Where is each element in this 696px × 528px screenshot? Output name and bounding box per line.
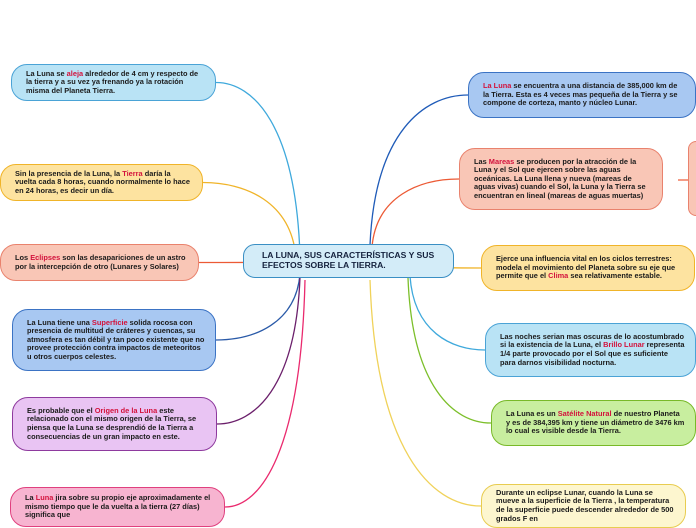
highlight-term: Origen de la Luna [94,405,158,415]
node-text-segment: solida rocosa con presencia de multitud … [27,317,205,361]
node-text-segment: se encuentra a una distancia de 385,000 … [483,81,678,108]
connector-right-1 [369,94,469,246]
highlight-term: Brillo Lunar [603,340,645,350]
left-node-text: Los Eclipses son las desapariciones de u… [15,252,188,271]
left-node-text: La Luna tiene una Superficie solida roco… [27,317,205,362]
left-node-3[interactable]: Los Eclipses son las desapariciones de u… [0,244,199,281]
connector-right-6 [369,279,482,507]
left-node-1[interactable]: La Luna se aleja alrededor de 4 cm y res… [11,64,216,101]
right-node-text: Las noches serian mas oscuras de lo acos… [500,331,685,367]
node-text-segment: La Luna tiene una [27,317,92,327]
node-text-segment: Durante un eclipse Lunar, cuando la Luna… [496,487,674,523]
right-node-1[interactable]: La Luna se encuentra a una distancia de … [468,72,696,118]
left-node-text: La Luna se aleja alrededor de 4 cm y res… [26,68,205,96]
highlight-term: Clima [548,271,569,281]
connector-right-4 [409,275,486,351]
node-text-segment: se producen por la atracción de la Luna … [474,156,646,200]
right-node-text: Las Mareas se producen por la atracción … [474,156,652,201]
central-topic[interactable]: LA LUNA, SUS CARACTERÍSTICAS Y SUS EFECT… [243,244,454,278]
left-node-2[interactable]: Sin la presencia de la Luna, la Tierra d… [0,164,203,201]
right-node-text: La Luna es un Satélite Natural de nuestr… [506,409,685,436]
highlight-term: Satélite Natural [557,409,612,419]
right-node-3[interactable]: Ejerce una influencia vital en los ciclo… [481,245,695,291]
node-text-segment: La Luna se [26,68,67,78]
node-text-segment: La Luna es un [506,409,558,419]
node-text-segment: Ejerce una influencia vital en los ciclo… [496,254,676,281]
connector-left-2 [202,181,297,259]
highlight-term: Superficie [91,317,128,327]
node-text-segment: La [25,493,36,503]
right-node-4[interactable]: Las noches serian mas oscuras de lo acos… [485,323,696,377]
right-node-2[interactable]: Las Mareas se producen por la atracción … [459,148,663,210]
left-node-text: Sin la presencia de la Luna, la Tierra d… [15,168,192,196]
node-text-segment: son las desapariciones de un astro por l… [15,252,186,271]
highlight-term: Mareas [488,156,515,166]
connector-left-1 [215,81,301,257]
connector-left-4 [215,273,301,341]
left-node-4[interactable]: La Luna tiene una Superficie solida roco… [12,309,216,371]
node-text-segment: alrededor de 4 cm y respecto de la tierr… [26,68,199,95]
node-text-segment: representa 1/4 parte provocado por el So… [500,340,685,367]
left-node-6[interactable]: La Luna jira sobre su propio eje aproxim… [10,487,225,527]
right-node-text: Durante un eclipse Lunar, cuando la Luna… [496,487,675,523]
left-node-text: La Luna jira sobre su propio eje aproxim… [25,493,214,520]
right-node-6[interactable]: Durante un eclipse Lunar, cuando la Luna… [481,484,686,528]
right-node-text: La Luna se encuentra a una distancia de … [483,81,685,108]
node-text-segment: Las [474,156,489,166]
left-node-5[interactable]: Es probable que el Origen de la Luna est… [12,397,217,451]
right-node-5[interactable]: La Luna es un Satélite Natural de nuestr… [491,400,696,446]
connector-right-5 [407,277,492,424]
node-text-segment: de nuestro Planeta y es de 384,395 km y … [506,409,685,436]
connector-right-2 [371,178,460,248]
left-node-text: Es probable que el Origen de la Luna est… [27,405,206,441]
node-text-segment: Sin la presencia de la Luna, la [15,168,123,178]
highlight-term: Luna [35,493,54,503]
connector-left-6 [224,279,306,508]
central-topic-text: LA LUNA, SUS CARACTERÍSTICAS Y SUS EFECT… [262,250,435,271]
node-text-segment: jira sobre su propio eje aproximadamente… [25,493,211,520]
partial-child-node[interactable] [688,141,696,216]
node-text-segment: daría la vuelta cada 8 horas, cuando nor… [15,168,190,195]
highlight-term: Eclipses [30,252,61,262]
highlight-term: Tierra [122,168,143,178]
node-text-segment: sea relativamente estable. [568,271,662,281]
highlight-term: La Luna [483,81,512,91]
node-text-segment: Es probable que el [27,405,95,415]
node-text-segment: Las noches serian mas oscuras de lo acos… [500,331,685,350]
right-node-text: Ejerce una influencia vital en los ciclo… [496,254,684,281]
node-text-segment: Los [15,252,31,262]
connector-left-5 [216,276,301,425]
node-text-segment: este relacionado con el mismo origen de … [27,405,197,441]
highlight-term: aleja [66,68,84,78]
